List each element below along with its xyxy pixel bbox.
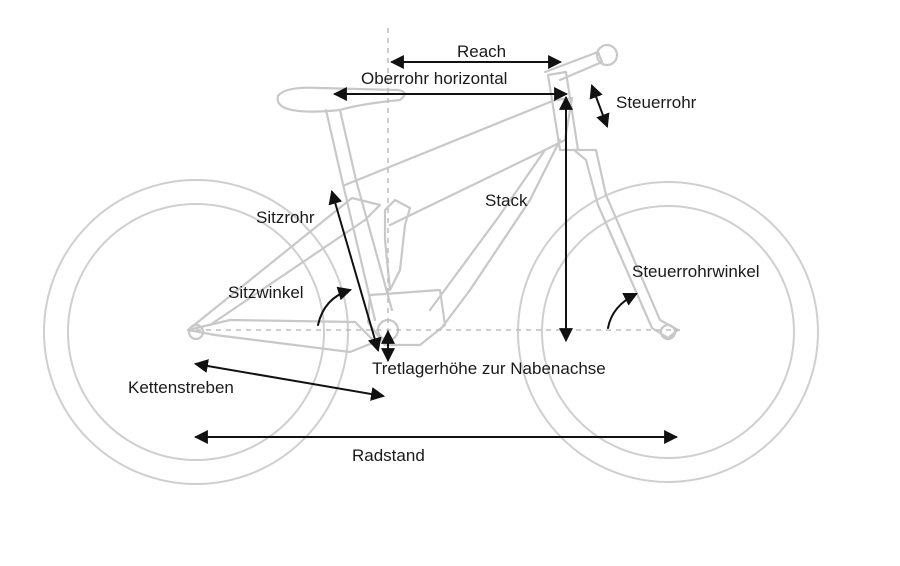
head-tube-arrow bbox=[589, 84, 610, 128]
seat-angle-arc bbox=[317, 286, 353, 326]
seat-post bbox=[324, 108, 358, 182]
rear-shock bbox=[383, 198, 412, 292]
seat-angle-label: Sitzwinkel bbox=[228, 283, 304, 302]
bb-height-label: Tretlagerhöhe zur Nabenachse bbox=[372, 359, 606, 378]
guide-lines bbox=[196, 28, 680, 331]
down-tube bbox=[428, 138, 562, 332]
seat-tube-label: Sitzrohr bbox=[256, 208, 315, 227]
chainstay-label: Kettenstreben bbox=[128, 378, 234, 397]
saddle bbox=[276, 86, 406, 113]
handlebar bbox=[595, 43, 619, 67]
stack-label: Stack bbox=[485, 191, 528, 210]
stem bbox=[543, 50, 604, 82]
head-tube-label: Steuerrohr bbox=[616, 93, 697, 112]
head-angle-label: Steuerrohrwinkel bbox=[632, 262, 760, 281]
fork bbox=[572, 148, 680, 340]
wheelbase-label: Radstand bbox=[352, 446, 425, 465]
chainstay-arrow bbox=[193, 359, 386, 401]
dimension-lines bbox=[193, 55, 679, 444]
labels: Reach Oberrohr horizontal Steuerrohr Sta… bbox=[128, 42, 760, 465]
head-angle-arc bbox=[607, 293, 638, 329]
seat-tube-arrow bbox=[328, 189, 382, 353]
head-tube bbox=[546, 70, 580, 152]
reach-label: Reach bbox=[457, 42, 506, 61]
top-tube-label: Oberrohr horizontal bbox=[361, 69, 507, 88]
